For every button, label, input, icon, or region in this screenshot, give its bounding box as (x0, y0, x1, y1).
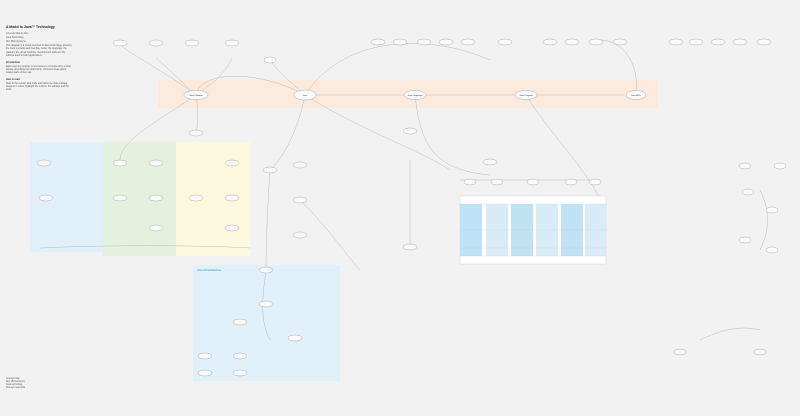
howto-text: Start at the central Java node and follo… (6, 82, 69, 92)
node-java-label: Java (303, 95, 308, 97)
node-apis-label: Java APIs (631, 94, 642, 97)
footer: Concept map Sun Microsystems Java techno… (6, 378, 46, 390)
editions-table (459, 195, 607, 265)
footer-line-4: Concept map tools (6, 387, 26, 389)
page-title: A Model to Java™ Technology (6, 25, 55, 29)
meta-line-3: Sun Microsystems (6, 40, 26, 44)
meta-line-1: Concept Map by Sun (6, 32, 29, 36)
meta-line-2: Java Technology (6, 36, 24, 40)
overview-text: This diagram is a visual overview of Jav… (6, 44, 72, 57)
nodes: Java Java Platform Java Language Java Pr… (36, 38, 787, 377)
footer-line-2: Sun Microsystems (6, 381, 25, 383)
node-platform-label: Java Platform (189, 94, 203, 97)
intro-panel: A Model to Java™ Technology Concept Map … (6, 25, 72, 93)
node-language[interactable] (403, 90, 427, 100)
region-label-jvm: Java Virtual Machine (197, 268, 222, 272)
intro-heading: Introduction (6, 60, 20, 64)
node-program-label: Java Program (519, 94, 533, 97)
detail-text: Each oval is a concept. Lines between co… (6, 64, 71, 75)
node-program[interactable] (514, 90, 538, 100)
region-blue-bottom (193, 265, 340, 381)
footer-line-1: Concept map (6, 378, 20, 380)
edges (39, 39, 768, 341)
howto-heading: How to read (6, 78, 20, 82)
footer-line-3: Java technology (6, 384, 23, 386)
node-language-label: Java Language (408, 95, 424, 97)
node-platform[interactable] (183, 90, 209, 100)
node-java[interactable] (293, 89, 317, 101)
node-apis[interactable] (625, 90, 647, 100)
